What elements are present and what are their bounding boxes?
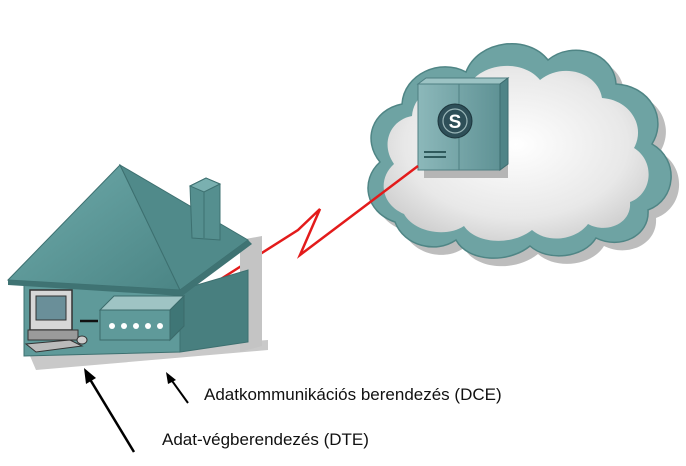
modem-dce [98,294,186,342]
dce-arrow [166,372,189,404]
switch-s-icon: S [437,103,473,139]
dte-label: Adat-végberendezés (DTE) [162,430,369,449]
dce-label: Adatkommunikációs berendezés (DCE) [204,385,502,404]
dte-arrow [84,368,136,453]
network-cloud [367,43,680,267]
switch-symbol-text: S [449,112,462,133]
pc-dte [24,289,88,353]
